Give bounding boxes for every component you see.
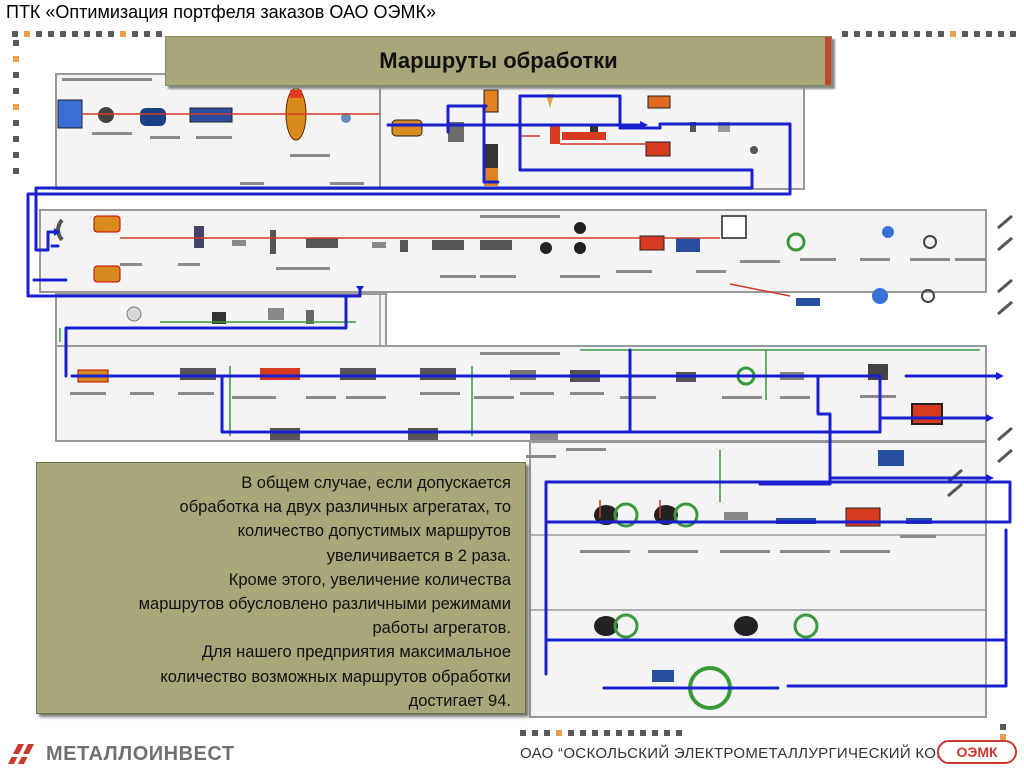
metalloinvest-logo-text: МЕТАЛЛОИНВЕСТ	[46, 743, 235, 765]
description-line: Кроме этого, увеличение количества	[228, 570, 511, 589]
description-line: количество возможных маршрутов обработки	[160, 667, 511, 686]
banner-accent	[166, 37, 831, 85]
description-line: достигает 94.	[408, 691, 511, 710]
diagram-small-labels	[62, 78, 985, 553]
description-line: Для нашего предприятия максимальное	[201, 643, 511, 662]
metalloinvest-logo-icon	[8, 744, 36, 764]
route-lines	[26, 94, 1012, 690]
top-dashed-decoration	[12, 31, 1016, 37]
description-text: В общем случае, если допускается обработ…	[49, 471, 511, 713]
metalloinvest-logo: МЕТАЛЛОИНВЕСТ	[6, 740, 234, 766]
description-line: количество допустимых маршрутов	[237, 522, 511, 541]
route-arrowheads	[54, 121, 1004, 482]
routing-diagram	[26, 73, 1013, 718]
section-banner: Маршруты обработки	[165, 36, 832, 86]
banner-title: Маршруты обработки	[379, 48, 618, 73]
description-line: работы агрегатов.	[372, 619, 511, 638]
bottom-dashed-decoration	[520, 724, 1006, 740]
description-line: увеличивается в 2 раза.	[326, 546, 511, 565]
oemk-logo-icon: ОЭМК	[937, 740, 1017, 764]
description-line: В общем случае, если допускается	[241, 474, 511, 492]
company-name: ОАО “ОСКОЛЬСКИЙ ЭЛЕКТРОМЕТАЛЛУРГИЧЕСКИЙ …	[520, 745, 1006, 762]
description-line: маршрутов обусловлено различными режимам…	[138, 595, 511, 614]
oemk-logo-text: ОЭМК	[956, 744, 998, 760]
left-square-decoration	[13, 40, 19, 174]
description-box: В общем случае, если допускается обработ…	[36, 462, 526, 714]
description-line: обработка на двух различных агрегатах, т…	[179, 498, 511, 517]
page-title: ПТК «Оптимизация портфеля заказов ОАО ОЭ…	[6, 2, 436, 22]
